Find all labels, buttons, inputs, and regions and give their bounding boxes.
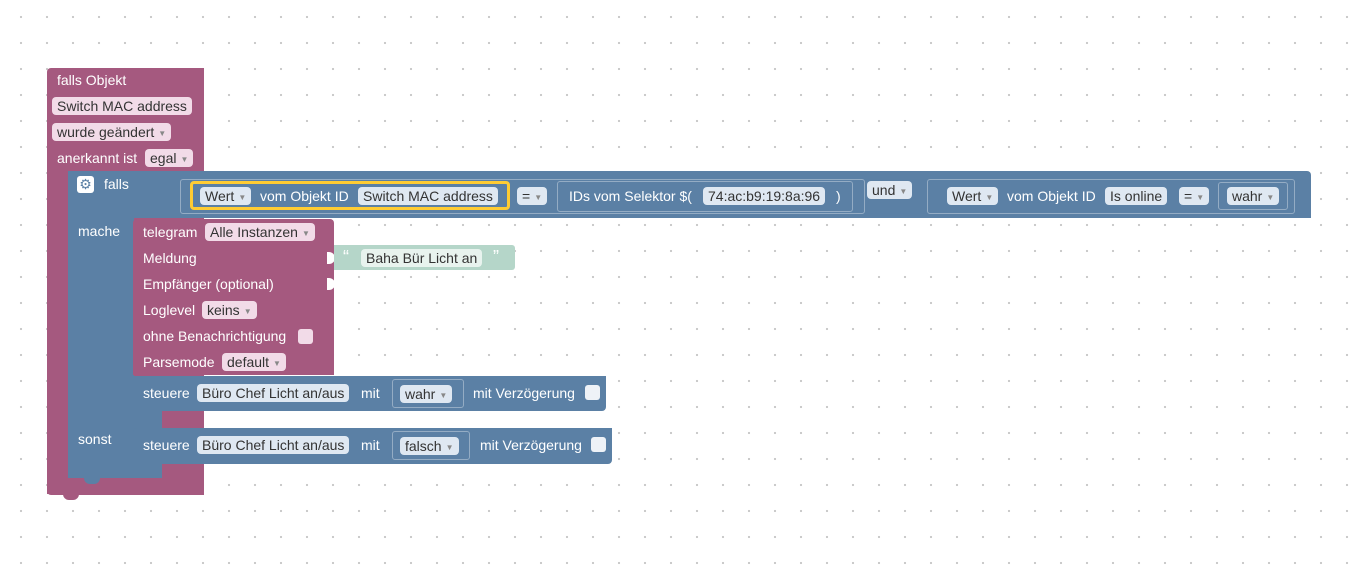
if-falls-label: falls xyxy=(104,176,129,192)
control-else-with-label: mit xyxy=(361,437,380,453)
control-then-label: steuere xyxy=(143,385,190,401)
compare-operator-value: = xyxy=(522,188,531,204)
control-then-value-block[interactable] xyxy=(392,379,464,408)
control-then-object-field[interactable]: Büro Chef Licht an/aus xyxy=(197,384,350,402)
trigger-next-notch xyxy=(63,494,79,500)
chevron-down-icon: ▼ xyxy=(180,155,189,164)
message-text-field[interactable]: Baha Bür Licht an xyxy=(361,249,483,267)
compare-right-block[interactable] xyxy=(927,179,1295,214)
telegram-instance-dropdown[interactable]: Alle Instanzen▼ xyxy=(205,223,315,241)
logic-operator-value: und xyxy=(872,182,896,198)
control-then-value-dropdown[interactable]: wahr▼ xyxy=(400,385,453,403)
control-else-object-field[interactable]: Büro Chef Licht an/aus xyxy=(197,436,350,454)
control-else-value: falsch xyxy=(405,438,442,454)
right-value-value: wahr xyxy=(1232,188,1263,204)
telegram-loglevel-label: Loglevel xyxy=(143,302,196,318)
trigger-block-bottom xyxy=(47,484,204,494)
telegram-message-label: Meldung xyxy=(143,250,197,266)
control-then-delay-label: mit Verzögerung xyxy=(473,385,575,401)
telegram-parsemode-dropdown[interactable]: default▼ xyxy=(222,353,286,371)
chevron-down-icon: ▼ xyxy=(1196,193,1205,202)
selector-label: IDs vom Selektor $( xyxy=(569,188,692,204)
compare-operator-dropdown[interactable]: =▼ xyxy=(517,187,548,205)
chevron-down-icon: ▼ xyxy=(243,307,252,316)
right-operator-dropdown[interactable]: =▼ xyxy=(1179,187,1210,205)
trigger-ack-label: anerkannt ist xyxy=(57,150,138,166)
if-else-block[interactable] xyxy=(68,171,1311,218)
control-else-delay-checkbox[interactable] xyxy=(591,437,606,452)
control-then-delay-checkbox[interactable] xyxy=(585,385,600,400)
telegram-silent-label: ohne Benachrichtigung xyxy=(143,328,287,344)
compare-left-block[interactable] xyxy=(190,181,510,210)
and-left-socket xyxy=(180,179,865,214)
chevron-down-icon: ▼ xyxy=(445,443,454,452)
control-then-value: wahr xyxy=(405,386,436,402)
chevron-down-icon: ▼ xyxy=(439,391,448,400)
if-next-notch xyxy=(84,478,100,484)
gear-icon[interactable]: ⚙ xyxy=(77,176,94,193)
open-quote-icon: “ xyxy=(343,247,349,267)
recipient-input-notch xyxy=(327,278,335,290)
logic-operator-dropdown[interactable]: und▼ xyxy=(867,181,913,199)
trigger-event-dropdown[interactable]: wurde geändert▼ xyxy=(52,123,172,141)
control-then-with-label: mit xyxy=(361,385,380,401)
if-block-spine xyxy=(68,171,134,478)
telegram-loglevel-dropdown[interactable]: keins▼ xyxy=(202,301,257,319)
telegram-parsemode-label: Parsemode xyxy=(143,354,215,370)
selector-value-field[interactable]: 74:ac:b9:19:8a:96 xyxy=(703,187,826,205)
chevron-down-icon: ▼ xyxy=(158,129,167,138)
chevron-down-icon: ▼ xyxy=(238,193,247,202)
right-object-field[interactable]: Is online xyxy=(1105,187,1168,205)
right-value-block[interactable] xyxy=(1218,182,1288,210)
telegram-recipient-label: Empfänger (optional) xyxy=(143,276,274,292)
chevron-down-icon: ▼ xyxy=(534,193,543,202)
control-else-value-block[interactable] xyxy=(392,431,470,460)
message-input-notch xyxy=(327,252,335,264)
telegram-label: telegram xyxy=(143,224,198,240)
chevron-down-icon: ▼ xyxy=(1266,193,1275,202)
right-object-label: vom Objekt ID xyxy=(1007,188,1096,204)
trigger-ack-dropdown[interactable]: egal▼ xyxy=(145,149,194,167)
trigger-event-value: wurde geändert xyxy=(57,124,155,140)
right-prop-value: Wert xyxy=(952,188,982,204)
left-object-label: vom Objekt ID xyxy=(260,188,349,204)
left-prop-value: Wert xyxy=(205,188,235,204)
chevron-down-icon: ▼ xyxy=(899,187,908,196)
telegram-silent-checkbox[interactable] xyxy=(298,329,313,344)
right-value-dropdown[interactable]: wahr▼ xyxy=(1227,187,1280,205)
if-mache-label: mache xyxy=(78,223,121,239)
control-else-delay-label: mit Verzögerung xyxy=(480,437,582,453)
telegram-loglevel-value: keins xyxy=(207,302,240,318)
if-block-else-bar xyxy=(134,410,162,430)
if-sonst-label: sonst xyxy=(78,431,112,447)
right-prop-dropdown[interactable]: Wert▼ xyxy=(947,187,999,205)
telegram-block[interactable] xyxy=(133,219,334,375)
chevron-down-icon: ▼ xyxy=(273,359,281,368)
chevron-down-icon: ▼ xyxy=(985,193,994,202)
trigger-ack-value: egal xyxy=(150,150,177,166)
telegram-parsemode-value: default xyxy=(227,354,270,370)
telegram-instance-value: Alle Instanzen xyxy=(210,224,298,240)
selector-block[interactable] xyxy=(557,181,853,212)
left-object-field[interactable]: Switch MAC address xyxy=(358,187,498,205)
right-operator-value: = xyxy=(1184,188,1193,204)
trigger-object-field[interactable]: Switch MAC address xyxy=(52,97,192,115)
left-prop-dropdown[interactable]: Wert▼ xyxy=(200,187,252,205)
close-quote-icon: ” xyxy=(493,247,499,267)
chevron-down-icon: ▼ xyxy=(301,229,310,238)
trigger-title: falls Objekt xyxy=(57,72,127,88)
control-else-value-dropdown[interactable]: falsch▼ xyxy=(400,437,459,455)
control-else-label: steuere xyxy=(143,437,190,453)
if-block-bottom-bar xyxy=(134,464,162,478)
selector-close: ) xyxy=(836,188,841,204)
